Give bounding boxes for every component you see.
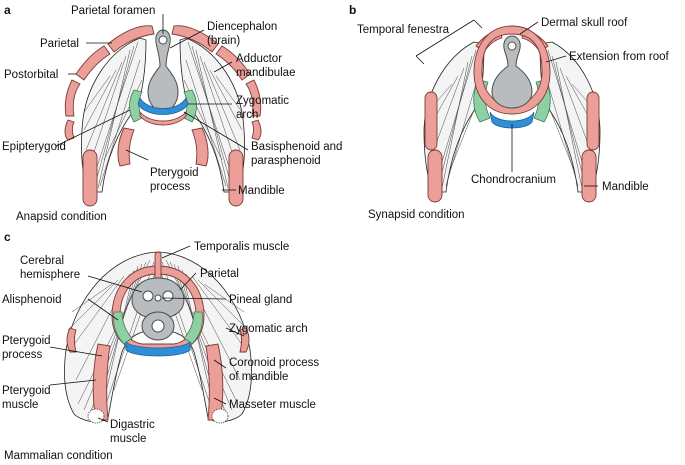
label-parietal-c: Parietal: [200, 268, 239, 280]
parietal-bone-right-a: [171, 25, 219, 53]
zygomatic-arch-right-a: [251, 119, 262, 141]
basisphenoid-a: [137, 97, 189, 115]
label-adductor: Adductor: [236, 53, 282, 65]
label-adductor-mandibulae: mandibulae: [236, 67, 295, 79]
lower-cavity-c: [151, 319, 165, 333]
pterygoid-process-left-a: [117, 127, 135, 167]
label-pineal-gland: Pineal gland: [229, 294, 292, 306]
caption-mammalian: Mammalian condition: [4, 450, 113, 462]
basisphenoid-rim-a: [139, 110, 187, 126]
mandible-left-c: [92, 343, 111, 421]
label-digastric-muscle: muscle: [110, 433, 146, 445]
label-cerebral-hemisphere: hemisphere: [20, 269, 80, 281]
label-extension-from-roof: Extension from roof: [569, 51, 670, 63]
cranial-floor-c: [125, 341, 191, 357]
parietal-bone-left-a: [107, 25, 155, 53]
mandible-right-a: [228, 149, 244, 207]
label-zygomatic-a: Zygomatic: [236, 95, 289, 107]
label-parasphenoid: parasphenoid: [251, 155, 321, 167]
label-temporal-fenestra: Temporal fenestra: [357, 24, 450, 36]
label-mandible-a: Mandible: [238, 185, 285, 197]
digastric-muscle-right-c: [211, 408, 229, 424]
brain-cavity-left-c: [142, 290, 154, 302]
leader-lines-b: [415, 19, 598, 187]
zygomatic-left-b: [424, 91, 438, 151]
label-parietal-a: Parietal: [40, 38, 79, 50]
label-masseter-muscle: Masseter muscle: [229, 399, 316, 411]
cheek-bone-right-a: [245, 79, 262, 117]
label-pterygoid-process-c: process: [2, 349, 43, 361]
brain-b: [491, 35, 533, 109]
label-dermal-skull-roof: Dermal skull roof: [541, 17, 628, 29]
panel-letter-b: b: [349, 3, 356, 17]
label-temporalis-muscle: Temporalis muscle: [194, 241, 289, 253]
label-pterygoid-c: Pterygoid: [2, 335, 51, 347]
mandible-left-b: [427, 149, 443, 203]
caption-synapsid: Synapsid condition: [368, 209, 465, 221]
label-zygomatic-arch-a: arch: [236, 109, 258, 121]
zygomatic-left-c: [66, 327, 77, 353]
alisphenoid-left-c: [113, 311, 133, 345]
pineal-gland-c: [154, 294, 162, 302]
mandible-left-a: [82, 149, 98, 207]
postorbital-bone-right-a: [215, 45, 251, 81]
postorbital-bone-left-a: [75, 45, 111, 81]
label-diencephalon: Diencephalon: [207, 21, 277, 33]
label-coronoid-process: Coronoid process: [229, 357, 319, 369]
cheek-bone-left-a: [64, 79, 81, 117]
digastric-muscle-left-c: [87, 408, 105, 424]
chondrocranium-b: [489, 111, 535, 129]
label-basisphenoid: Basisphenoid and: [251, 141, 342, 153]
label-cerebral: Cerebral: [20, 255, 64, 267]
label-pterygoid-process-a: process: [150, 181, 191, 193]
panel-c: c Temporalis muscle Cerebral hemisphere …: [2, 230, 319, 462]
panel-letter-c: c: [4, 230, 11, 244]
label-mandible-b: Mandible: [602, 181, 649, 193]
panel-letter-a: a: [4, 3, 11, 17]
label-pterygoid-muscle: Pterygoid: [2, 385, 51, 397]
zygomatic-right-b: [586, 91, 600, 151]
label-parietal-foramen: Parietal foramen: [71, 5, 155, 17]
label-pterygoid-muscle-2: muscle: [2, 399, 38, 411]
label-digastric: Digastric: [110, 419, 155, 431]
leader-lines-a: [55, 14, 249, 191]
brain-cavity-right-c: [162, 290, 174, 302]
mandible-right-b: [581, 149, 597, 203]
pterygoid-process-right-a: [191, 127, 209, 167]
label-alisphenoid: Alisphenoid: [2, 294, 61, 306]
label-postorbital: Postorbital: [4, 69, 58, 81]
label-chondrocranium: Chondrocranium: [471, 174, 556, 186]
label-epipterygoid: Epipterygoid: [2, 141, 66, 153]
panel-a: a Parietal foramen Parietal Postorbital …: [2, 3, 342, 223]
caption-anapsid: Anapsid condition: [16, 211, 107, 223]
parietal-foramen-a: [158, 35, 168, 45]
label-diencephalon-brain: (brain): [207, 35, 240, 47]
zygomatic-right-c: [239, 327, 250, 353]
panel-b: b Temporal fenestra Dermal skull roof Ex…: [349, 3, 670, 221]
label-pterygoid-a: Pterygoid: [150, 167, 199, 179]
leader-lines-c: [49, 245, 245, 423]
brain-cavity-b: [507, 41, 517, 51]
alisphenoid-right-c: [183, 311, 203, 345]
label-of-mandible: of mandible: [229, 371, 288, 383]
zygomatic-arch-left-a: [64, 119, 75, 141]
label-zygomatic-arch-c: Zygomatic arch: [229, 323, 308, 335]
